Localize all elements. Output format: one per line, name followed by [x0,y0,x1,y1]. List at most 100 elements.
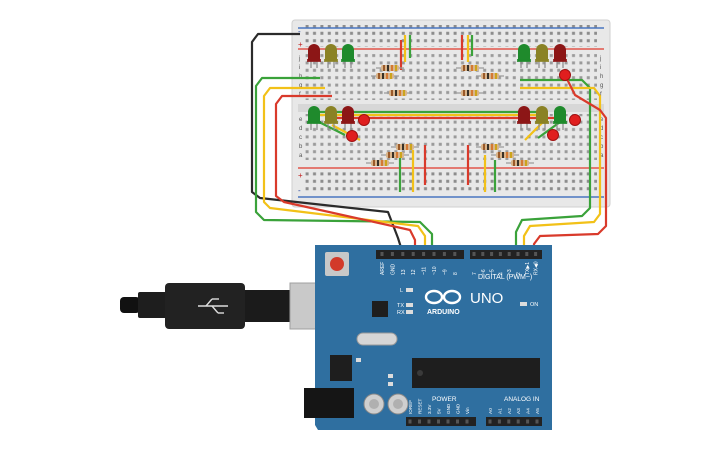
digital-pin-label: ~9 [442,269,448,275]
digital-pin-label: ~10 [432,266,438,275]
header-pin[interactable] [453,252,457,256]
digital-header-left [376,250,464,259]
row-letter: d [299,126,302,132]
resistors [366,65,534,166]
brand-label: ARDUINO [427,309,460,316]
header-pin[interactable] [498,252,502,256]
header-pin[interactable] [408,419,412,424]
header-pin[interactable] [390,252,394,256]
led-top-left-yellow [324,44,338,68]
header-pin[interactable] [481,252,485,256]
crystal [356,332,398,346]
junction-dot [559,69,571,81]
header-pin[interactable] [446,419,450,424]
header-pin[interactable] [456,419,459,424]
resistor [456,90,484,96]
resistor [391,144,419,150]
digital-pin-label: 2 [516,272,522,275]
led-top-left-green [341,44,355,68]
analog-pin-label: A3 [516,408,522,414]
junction-dot [346,130,358,142]
row-letter: j [298,56,300,62]
green-wire-right [514,78,592,254]
resistor [476,144,504,150]
digital-pin-label: 13 [401,269,407,275]
top-rail-area [305,25,597,47]
header-pin[interactable] [401,252,405,256]
header-pin[interactable] [465,419,469,424]
resistor [456,65,484,71]
header-pin[interactable] [534,252,538,256]
resistor [381,152,409,158]
digital-header-right [470,250,542,259]
digital-pin-label: RX◀0 [534,261,540,275]
row-letter: c [299,135,302,141]
arduino-logo-icon [424,289,462,305]
header-pin[interactable] [472,252,476,256]
rail-minus-label: - [298,27,301,36]
header-pin[interactable] [418,419,421,424]
power-jack [304,388,354,418]
header-pin[interactable] [380,252,384,256]
row-letter: e [299,117,303,123]
header-pin[interactable] [516,252,520,256]
green-wire-left [254,76,434,254]
header-pin[interactable] [488,419,492,424]
header-pin[interactable] [535,419,539,424]
header-pin[interactable] [437,419,440,424]
header-pin[interactable] [411,252,415,256]
resistor [384,90,412,96]
row-letter: i [600,65,601,71]
rx-led [406,310,413,314]
resistor [476,73,504,79]
junction-dot [569,114,581,126]
analog-header [486,417,542,426]
header-pin[interactable] [442,252,446,256]
on-label: ON [530,302,538,308]
digital-pin-label: TX▶1 [525,262,531,275]
led-top-right-green [517,44,531,68]
header-pin[interactable] [497,419,501,424]
power-pin-label: GND [446,403,451,414]
digital-pin-label: 7 [472,272,478,275]
l-led-label: L [400,288,403,294]
header-pin[interactable] [507,252,511,256]
yellow-wire-right [520,86,602,254]
header-pin[interactable] [516,419,520,424]
digital-pin-label: AREF [380,262,386,275]
power-pin-label: IOREF [408,400,413,414]
header-pin[interactable] [525,252,529,256]
led-top-left-red [307,44,321,68]
junction-dot [358,114,370,126]
l-led [406,288,413,292]
rx-led-label: RX [397,310,405,316]
header-pin[interactable] [507,419,511,424]
analog-pin-label: A4 [526,408,532,414]
tx-led [406,303,413,307]
led-top-right-red [553,44,567,68]
header-pin[interactable] [427,419,431,424]
digital-pin-label: 4 [498,272,504,275]
digital-pin-label: ~6 [481,269,487,275]
red-wire-right [532,74,608,254]
resistor [491,152,519,158]
reset-button-cap[interactable] [330,257,344,271]
power-header [406,417,476,426]
junction-dot [547,129,559,141]
rail-plus-label-bottom: + [298,171,303,180]
junction-markers [346,69,581,142]
header-pin[interactable] [422,252,426,256]
led-bottom-right-yellow [535,106,549,130]
resistor [366,160,394,166]
header-pin[interactable] [432,252,436,256]
atmega-chip [412,358,540,388]
led-bottom-left-yellow [324,106,338,130]
header-pin[interactable] [526,419,530,424]
digital-pin-label: 12 [411,269,417,275]
header-pin[interactable] [490,252,494,256]
green-diag-2 [537,121,561,139]
